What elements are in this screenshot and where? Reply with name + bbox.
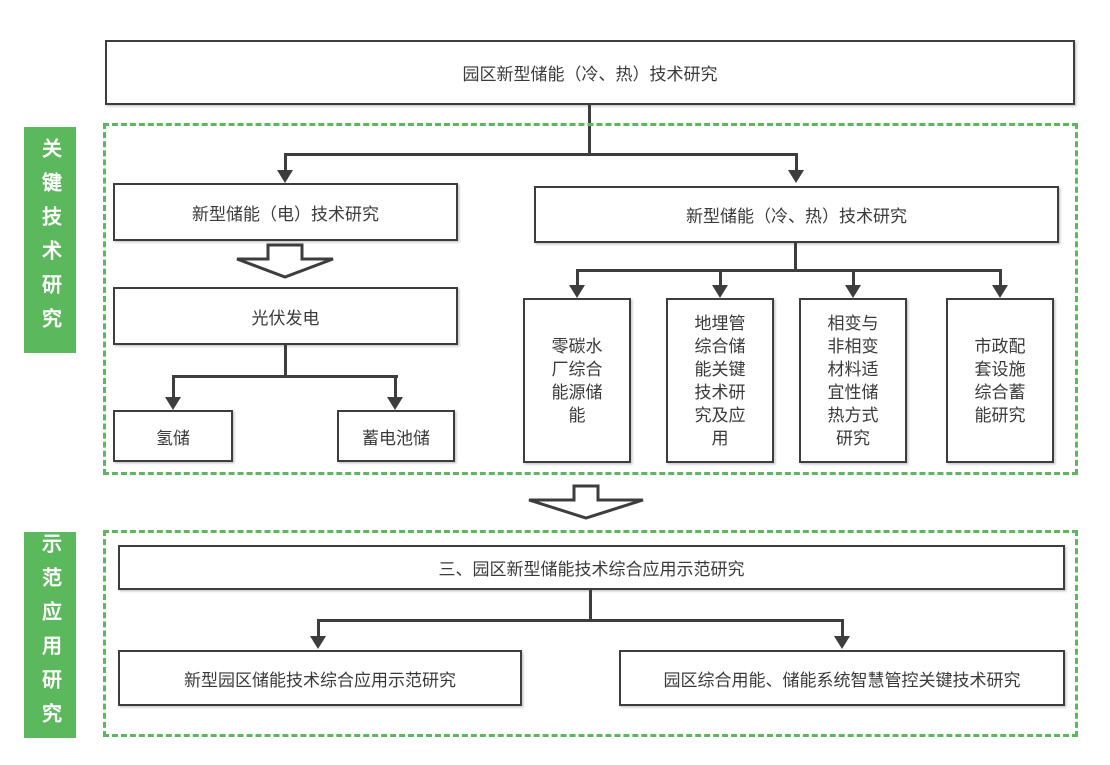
battery-storage-box: 蓄电池储 bbox=[337, 410, 455, 462]
arrow-down-icon bbox=[165, 397, 181, 410]
connector-elec-drop bbox=[284, 153, 287, 171]
connector-thermal-drop bbox=[795, 153, 798, 171]
park-storage-demo-label: 新型园区储能技术综合应用示范研究 bbox=[184, 670, 456, 690]
phase-change-material-label: 相变与非相变材料适宜性储热方式研究 bbox=[827, 313, 879, 448]
arrow-down-icon bbox=[277, 170, 293, 183]
smart-control-research-box: 园区综合用能、储能系统智慧管控关键技术研究 bbox=[619, 650, 1065, 706]
connector-thermal-drop-2 bbox=[719, 269, 722, 286]
connector-pv-stub bbox=[284, 345, 287, 378]
demo-section-label: 示范应用研究 bbox=[24, 532, 76, 738]
municipal-facility-label: 市政配套设施综合蓄能研究 bbox=[974, 336, 1026, 425]
connector-thermal-drop-3 bbox=[852, 269, 855, 286]
arrow-down-icon bbox=[310, 636, 326, 649]
pv-label: 光伏发电 bbox=[251, 308, 320, 328]
key-tech-section-label: 关键技术研究 bbox=[24, 127, 76, 353]
root-title-label: 园区新型储能（冷、热）技术研究 bbox=[462, 65, 718, 84]
connector-demo-branch bbox=[317, 619, 844, 622]
connector-thermal-drop-4 bbox=[999, 269, 1002, 286]
arrow-down-icon bbox=[387, 397, 403, 410]
zero-carbon-plant-label: 零碳水厂综合能源储能 bbox=[551, 336, 603, 425]
elec-research-box: 新型储能（电）技术研究 bbox=[113, 183, 458, 241]
arrow-down-icon bbox=[788, 170, 804, 183]
pv-box: 光伏发电 bbox=[113, 287, 458, 345]
thermal-research-box: 新型储能（冷、热）技术研究 bbox=[534, 186, 1059, 243]
arrow-down-icon bbox=[712, 285, 728, 298]
demo-header-label: 三、园区新型储能技术综合应用示范研究 bbox=[438, 560, 745, 579]
demo-header-box: 三、园区新型储能技术综合应用示范研究 bbox=[118, 545, 1065, 590]
connector-thermal-drop-1 bbox=[576, 269, 579, 286]
arrow-down-icon bbox=[992, 285, 1008, 298]
arrow-down-icon bbox=[834, 636, 850, 649]
arrow-down-icon bbox=[569, 285, 585, 298]
ground-pipe-storage-box: 地埋管综合储能关键技术研究及应用 bbox=[666, 298, 774, 463]
thermal-research-label: 新型储能（冷、热）技术研究 bbox=[686, 207, 907, 226]
key-tech-section-region bbox=[103, 123, 1078, 475]
hydrogen-storage-box: 氢储 bbox=[113, 410, 233, 462]
connector-thermal-stub bbox=[794, 243, 797, 272]
connector-demo-drop-1 bbox=[317, 619, 320, 637]
connector-battery-drop bbox=[394, 375, 397, 398]
park-storage-demo-box: 新型园区储能技术综合应用示范研究 bbox=[118, 650, 522, 706]
elec-research-label: 新型储能（电）技术研究 bbox=[192, 204, 379, 224]
smart-control-research-label: 园区综合用能、储能系统智慧管控关键技术研究 bbox=[663, 670, 1021, 690]
municipal-facility-box: 市政配套设施综合蓄能研究 bbox=[946, 298, 1054, 463]
connector-root-stub bbox=[588, 105, 591, 155]
arrow-down-icon bbox=[845, 285, 861, 298]
demo-section-region bbox=[103, 530, 1078, 737]
battery-storage-label: 蓄电池储 bbox=[362, 428, 430, 448]
zero-carbon-plant-box: 零碳水厂综合能源储能 bbox=[523, 298, 631, 463]
block-arrow-down-icon bbox=[528, 484, 644, 520]
root-title-box: 园区新型储能（冷、热）技术研究 bbox=[105, 40, 1075, 105]
connector-h2-drop bbox=[172, 375, 175, 398]
connector-thermal-branch bbox=[576, 269, 1002, 272]
connector-pv-branch bbox=[172, 375, 398, 378]
connector-root-branch bbox=[284, 153, 798, 156]
hydrogen-storage-label: 氢储 bbox=[156, 428, 190, 448]
connector-demo-stub bbox=[589, 590, 592, 622]
phase-change-material-box: 相变与非相变材料适宜性储热方式研究 bbox=[799, 298, 907, 463]
block-arrow-down-icon bbox=[236, 243, 334, 279]
ground-pipe-storage-label: 地埋管综合储能关键技术研究及应用 bbox=[694, 313, 746, 448]
connector-demo-drop-2 bbox=[841, 619, 844, 637]
